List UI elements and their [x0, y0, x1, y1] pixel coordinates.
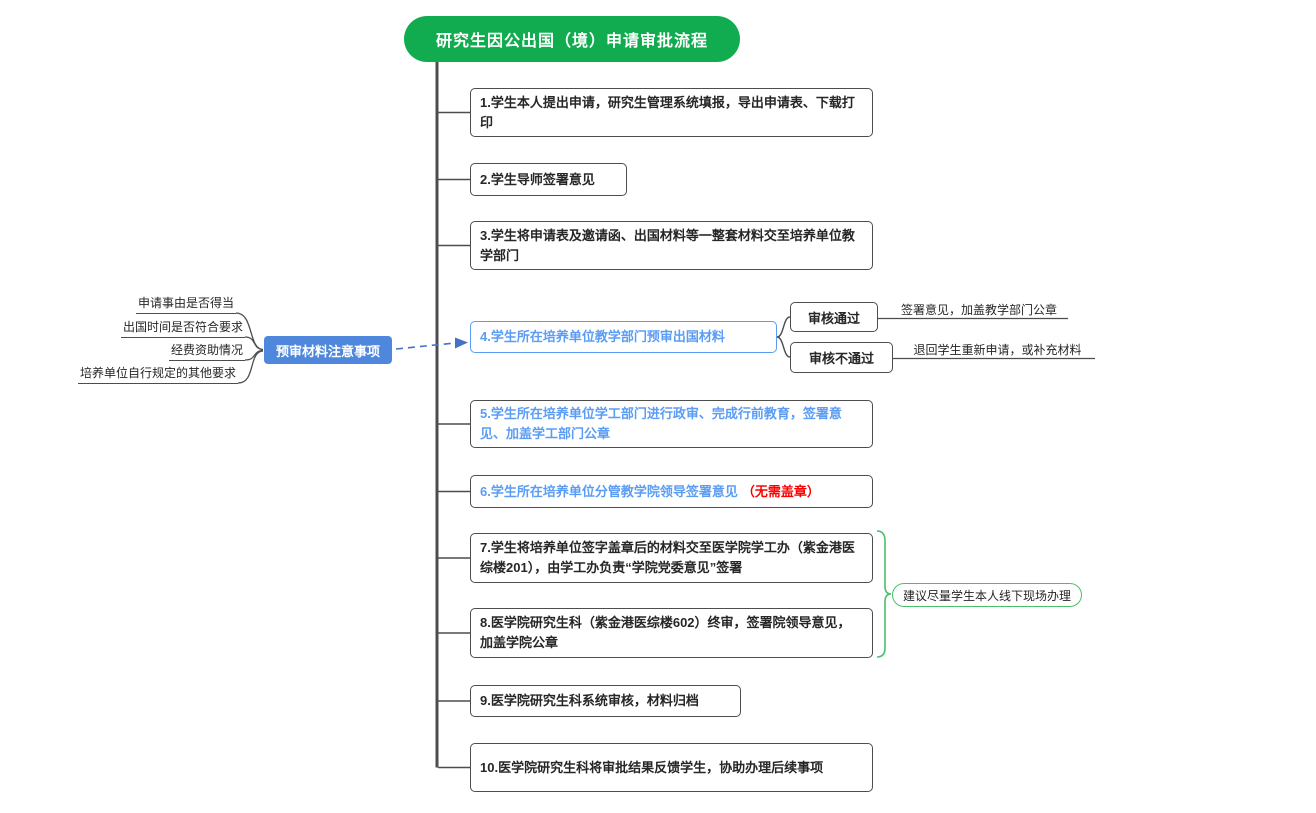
- step-6-label: 6.学生所在培养单位分管教学院领导签署意见: [480, 483, 738, 499]
- step-box-5: 5.学生所在培养单位学工部门进行政审、完成行前教育，签署意见、加盖学工部门公章: [470, 400, 873, 448]
- step-box-6: 6.学生所在培养单位分管教学院领导签署意见 （无需盖章）: [470, 475, 873, 508]
- step-9-label: 9.医学院研究生科系统审核，材料归档: [480, 693, 699, 708]
- pre-review-item-3: 经费资助情况: [168, 341, 245, 361]
- pre-review-node: 预审材料注意事项: [264, 336, 392, 364]
- dashed-arrow-head: [455, 337, 468, 349]
- dashed-arrow-line: [395, 342, 456, 350]
- step-box-8: 8.医学院研究生科（紫金港医综楼602）终审，签署院领导意见，加盖学院公章: [470, 608, 873, 658]
- pre-review-fork: [235, 312, 264, 384]
- review-fail-label: 审核不通过: [808, 351, 874, 366]
- step-connectors: [438, 111, 470, 769]
- step-box-7: 7.学生将培养单位签字盖章后的材料交至医学院学工办（紫金港医综楼201），由学工…: [470, 533, 873, 583]
- step-1-label: 1.学生本人提出申请，研究生管理系统填报，导出申请表、下载打印: [480, 94, 855, 130]
- step-5-label: 5.学生所在培养单位学工部门进行政审、完成行前教育，签署意见、加盖学工部门公章: [480, 406, 842, 441]
- step-6-red-note: （无需盖章）: [741, 483, 820, 499]
- step-3-label: 3.学生将申请表及邀请函、出国材料等一整套材料交至培养单位教学部门: [480, 227, 855, 263]
- pre-review-item-2: 出国时间是否符合要求: [120, 318, 245, 338]
- advice-brace: [876, 530, 892, 658]
- review-fork: [776, 316, 791, 358]
- review-fail-box: 审核不通过: [790, 342, 893, 373]
- pre-review-item-4: 培养单位自行规定的其他要求: [77, 364, 238, 384]
- review-pass-result: 签署意见，加盖教学部门公章: [900, 303, 1057, 317]
- step-box-10: 10.医学院研究生科将审批结果反馈学生，协助办理后续事项: [470, 743, 873, 792]
- advice-pill: 建议尽量学生本人线下现场办理: [892, 583, 1082, 607]
- pre-review-item-1: 申请事由是否得当: [135, 294, 236, 314]
- step-2-label: 2.学生导师签署意见: [480, 171, 595, 187]
- step-box-1: 1.学生本人提出申请，研究生管理系统填报，导出申请表、下载打印: [470, 88, 873, 137]
- step-10-label: 10.医学院研究生科将审批结果反馈学生，协助办理后续事项: [480, 759, 824, 775]
- step-8-label: 8.医学院研究生科（紫金港医综楼602）终审，签署院领导意见，加盖学院公章: [480, 615, 851, 650]
- review-pass-box: 审核通过: [790, 302, 878, 332]
- step-box-2: 2.学生导师签署意见: [470, 163, 627, 196]
- step-box-4: 4.学生所在培养单位教学部门预审出国材料: [470, 321, 777, 353]
- step-4-label: 4.学生所在培养单位教学部门预审出国材料: [480, 329, 725, 344]
- step-7-label: 7.学生将培养单位签字盖章后的材料交至医学院学工办（紫金港医综楼201），由学工…: [480, 540, 855, 575]
- review-fail-result: 退回学生重新申请，或补充材料: [913, 343, 1082, 357]
- result-underlines: [878, 317, 1095, 360]
- review-pass-label: 审核通过: [807, 310, 860, 326]
- step-box-9: 9.医学院研究生科系统审核，材料归档: [470, 685, 741, 717]
- step-box-3: 3.学生将申请表及邀请函、出国材料等一整套材料交至培养单位教学部门: [470, 221, 873, 270]
- flow-title: 研究生因公出国（境）申请审批流程: [404, 16, 740, 62]
